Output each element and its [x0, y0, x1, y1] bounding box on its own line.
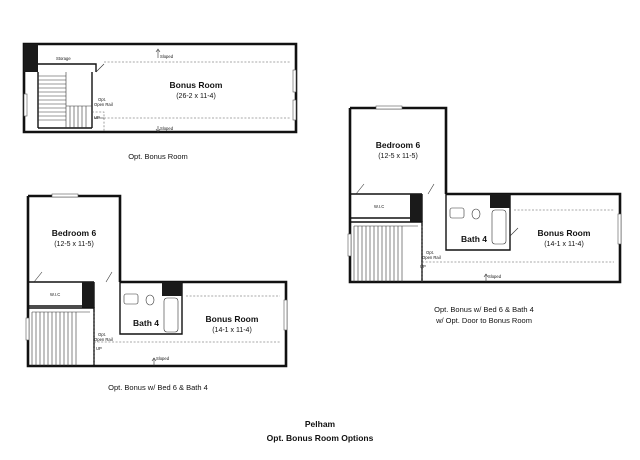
- sloped-label-top: Sloped: [160, 54, 174, 59]
- bedroom6-name: Bedroom 6: [376, 140, 421, 150]
- bonus-room-dims: (26-2 x 11-4): [176, 93, 216, 100]
- opt-rail-label-line1: Opt.: [98, 332, 106, 337]
- bedroom6-dims: (12-5 x 11-5): [54, 241, 94, 248]
- bedroom6-dims: (12-5 x 11-5): [378, 153, 418, 160]
- bath4-name: Bath 4: [133, 318, 159, 328]
- bonus-room-name: Bonus Room: [170, 80, 223, 90]
- sloped-label-bottom: Sloped: [160, 126, 174, 131]
- opt-rail-label-line2: Open Rail: [422, 255, 441, 260]
- plan-caption: Opt. Bonus Room: [128, 152, 188, 161]
- bonus-room-dims: (14-1 x 11-4): [212, 327, 252, 334]
- opt-rail-label-line2: Open Rail: [94, 102, 113, 107]
- bonus-room-name: Bonus Room: [206, 314, 259, 324]
- footer-title: Pelham: [305, 419, 336, 429]
- up-label: UP: [94, 115, 100, 120]
- footer-subtitle: Opt. Bonus Room Options: [267, 433, 374, 443]
- plan-caption-line2: w/ Opt. Door to Bonus Room: [435, 316, 532, 325]
- storage-label: Storage: [56, 56, 71, 61]
- wic-label: W.I.C: [50, 292, 60, 297]
- wic-label: W.I.C: [374, 204, 384, 209]
- up-label: UP: [96, 346, 102, 351]
- plan-opt-bonus-bed6-bath4-door: Bedroom 6 (12-5 x 11-5) W.I.C Bath 4 Bon…: [347, 105, 622, 325]
- opt-rail-label-line1: Opt.: [426, 250, 434, 255]
- sloped-label: Sloped: [488, 274, 502, 279]
- bonus-room-dims: (14-1 x 11-4): [544, 241, 584, 248]
- up-label: UP: [420, 264, 426, 269]
- sloped-label: Sloped: [156, 356, 170, 361]
- plan-opt-bonus-bed6-bath4: Bedroom 6 (12-5 x 11-5) W.I.C Bath 4 Bon…: [25, 193, 288, 392]
- plan-caption-line1: Opt. Bonus w/ Bed 6 & Bath 4: [434, 305, 534, 314]
- plan-caption: Opt. Bonus w/ Bed 6 & Bath 4: [108, 383, 208, 392]
- bedroom6-name: Bedroom 6: [52, 228, 97, 238]
- bath4-name: Bath 4: [461, 234, 487, 244]
- opt-rail-label-line1: Opt.: [98, 97, 106, 102]
- opt-rail-label-line2: Open Rail: [94, 337, 113, 342]
- bonus-room-name: Bonus Room: [538, 228, 591, 238]
- plan-opt-bonus-room: Storage Sloped Sloped Opt. Open Rail UP …: [22, 42, 298, 161]
